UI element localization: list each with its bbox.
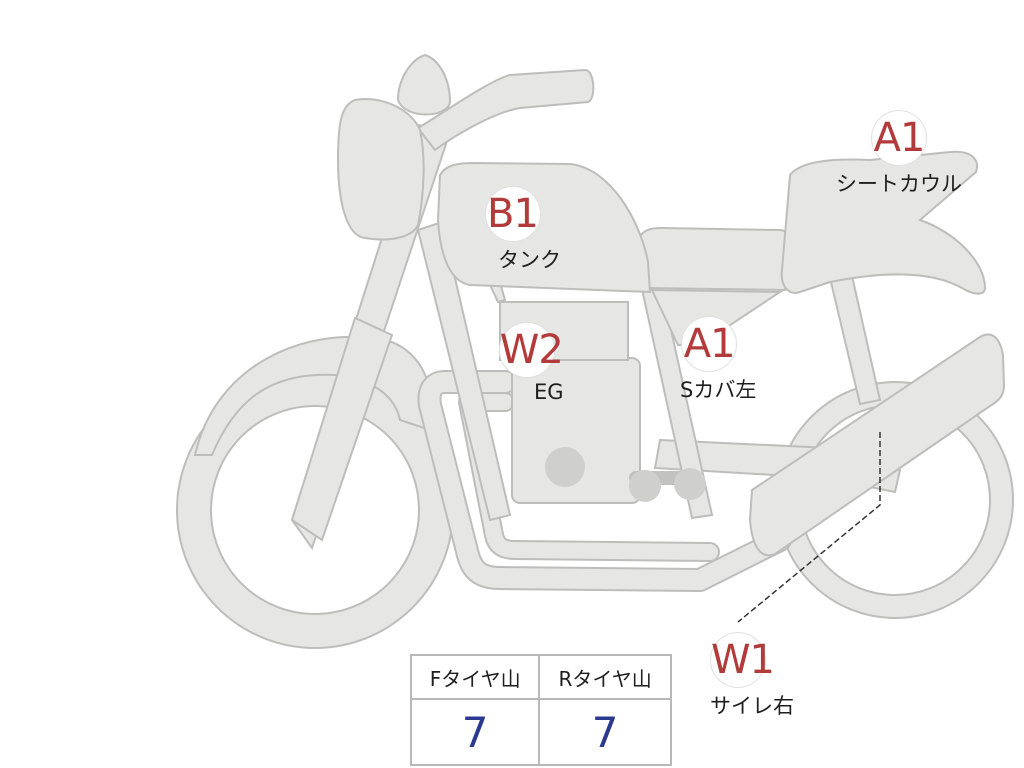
engine bbox=[499, 301, 706, 504]
front-tire-value: 7 bbox=[409, 698, 541, 766]
marker-label: タンク bbox=[498, 248, 561, 272]
marker-side-cover-left: A1 Sカバ左 bbox=[662, 316, 756, 404]
marker-code: W1 bbox=[710, 632, 775, 688]
marker-code: B1 bbox=[484, 186, 541, 242]
seat bbox=[636, 226, 790, 292]
mirror bbox=[396, 53, 452, 116]
marker-label: サイレ右 bbox=[710, 694, 794, 718]
marker-code: A1 bbox=[681, 316, 738, 372]
handlebar bbox=[416, 68, 595, 152]
marker-tank: B1 タンク bbox=[464, 186, 561, 274]
front-tire-header: Fタイヤ山 bbox=[409, 654, 541, 700]
marker-label: シートカウル bbox=[836, 172, 962, 196]
marker-seat-cowl: A1 シートカウル bbox=[836, 110, 962, 198]
marker-code: A1 bbox=[871, 110, 927, 166]
muffler-leader-line bbox=[737, 432, 881, 623]
marker-muffler-right: W1 サイレ右 bbox=[682, 632, 794, 720]
rear-tire-header: Rタイヤ山 bbox=[538, 654, 672, 700]
marker-engine: W2 EG bbox=[490, 322, 564, 404]
muffler bbox=[748, 333, 1006, 557]
tire-tread-table: Fタイヤ山 Rタイヤ山 7 7 bbox=[409, 654, 672, 766]
marker-label: EG bbox=[534, 380, 564, 404]
marker-code: W2 bbox=[498, 322, 564, 378]
headlight bbox=[336, 98, 425, 241]
rear-tire-value: 7 bbox=[538, 698, 672, 766]
marker-label: Sカバ左 bbox=[680, 378, 757, 402]
